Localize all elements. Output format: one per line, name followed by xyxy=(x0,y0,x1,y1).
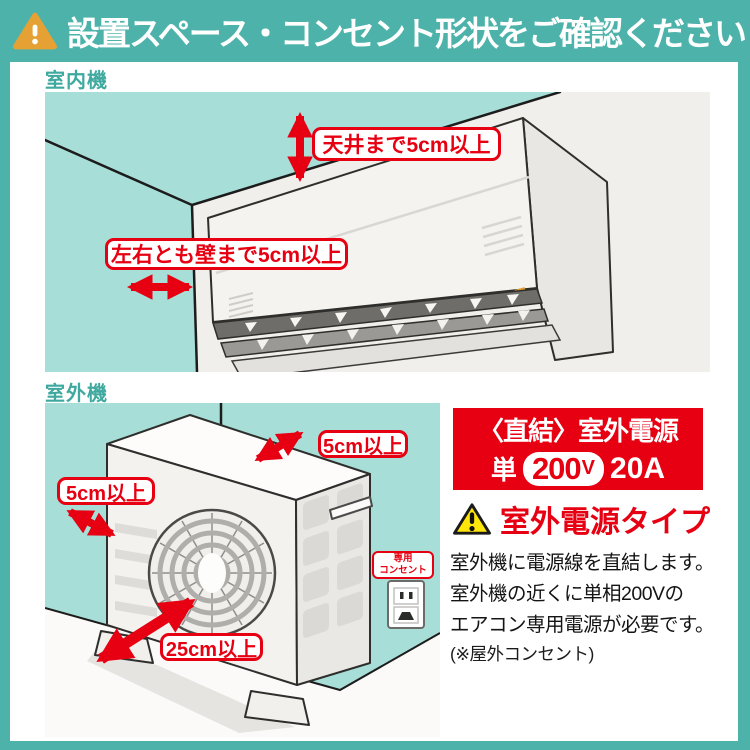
power-description: 室外機に電源線を直結します。 室外機の近くに単相200Vの エアコン専用電源が必… xyxy=(450,548,742,668)
amperage-value: 20A xyxy=(610,451,666,485)
outdoor-side-vents xyxy=(303,483,363,638)
power-type-row: 室外電源タイプ xyxy=(452,497,710,541)
header: 設置スペース・コンセント形状をご確認ください xyxy=(0,0,750,62)
frame-border-left xyxy=(0,62,10,750)
outdoor-unit-illustration xyxy=(45,403,440,737)
power-connection-heading: 〈直結〉室外電源 xyxy=(477,416,679,446)
outdoor-left-clearance-label: 5cm以上 xyxy=(57,477,155,505)
front-clearance-arrow xyxy=(96,597,196,664)
power-rating-row: 単 200 V 20A xyxy=(453,450,703,487)
outdoor-outlet xyxy=(387,580,425,629)
voltage-unit: V xyxy=(581,457,596,479)
outdoor-top-clearance-label: 5cm以上 xyxy=(318,430,408,458)
ceiling-clearance-label: 天井まで5cm以上 xyxy=(312,127,501,161)
side-clearance-label: 左右とも壁まで5cm以上 xyxy=(105,238,348,270)
header-warning-icon xyxy=(13,12,57,50)
indoor-unit-illustration xyxy=(45,92,710,372)
power-warning-icon xyxy=(453,503,491,535)
frame-border-bottom xyxy=(0,741,750,750)
power-description-line: 室外機に電源線を直結します。 xyxy=(450,552,715,574)
power-spec-box: 〈直結〉室外電源 単 200 V 20A xyxy=(453,408,703,490)
outdoor-front-clearance-label: 25cm以上 xyxy=(160,633,263,661)
dedicated-outlet-label-line2: コンセント xyxy=(379,565,427,576)
power-description-line: エアコン専用電源が必要です。 xyxy=(450,614,715,636)
indoor-section-label: 室内機 xyxy=(45,70,108,92)
left-clearance-arrow xyxy=(66,508,116,538)
outdoor-foot-right xyxy=(244,690,310,726)
power-description-note: (※屋外コンセント) xyxy=(450,644,594,664)
frame-border-right xyxy=(738,62,750,750)
indoor-ac-unit xyxy=(207,117,614,372)
dedicated-outlet-label: 専用 コンセント xyxy=(372,551,434,579)
indoor-louver-fins-upper xyxy=(245,294,519,332)
outdoor-section-label: 室外機 xyxy=(45,383,108,405)
indoor-left-vent-lines xyxy=(228,292,254,318)
page-title: 設置スペース・コンセント形状をご確認ください xyxy=(67,15,747,52)
outdoor-handle xyxy=(329,496,373,520)
indoor-louver-flap xyxy=(230,324,562,372)
dedicated-outlet-label-line1: 専用 xyxy=(393,553,413,565)
back-clearance-arrow xyxy=(254,430,304,463)
outdoor-clearance-arrows xyxy=(66,430,304,664)
indoor-louver-fins-lower xyxy=(257,310,530,350)
fan-hub xyxy=(198,553,226,593)
outdoor-unit-shadow xyxy=(87,651,295,733)
indoor-louver-lower xyxy=(219,308,550,358)
voltage-badge: 200 V xyxy=(522,450,605,486)
indoor-right-vent-lines xyxy=(481,215,525,257)
voltage-value: 200 xyxy=(531,450,582,486)
power-description-line: 室外機の近くに単相200Vの xyxy=(450,583,684,605)
power-phase: 単 xyxy=(490,455,517,485)
indoor-clearance-arrows xyxy=(127,112,313,300)
power-type-heading: 室外電源タイプ xyxy=(500,506,710,539)
